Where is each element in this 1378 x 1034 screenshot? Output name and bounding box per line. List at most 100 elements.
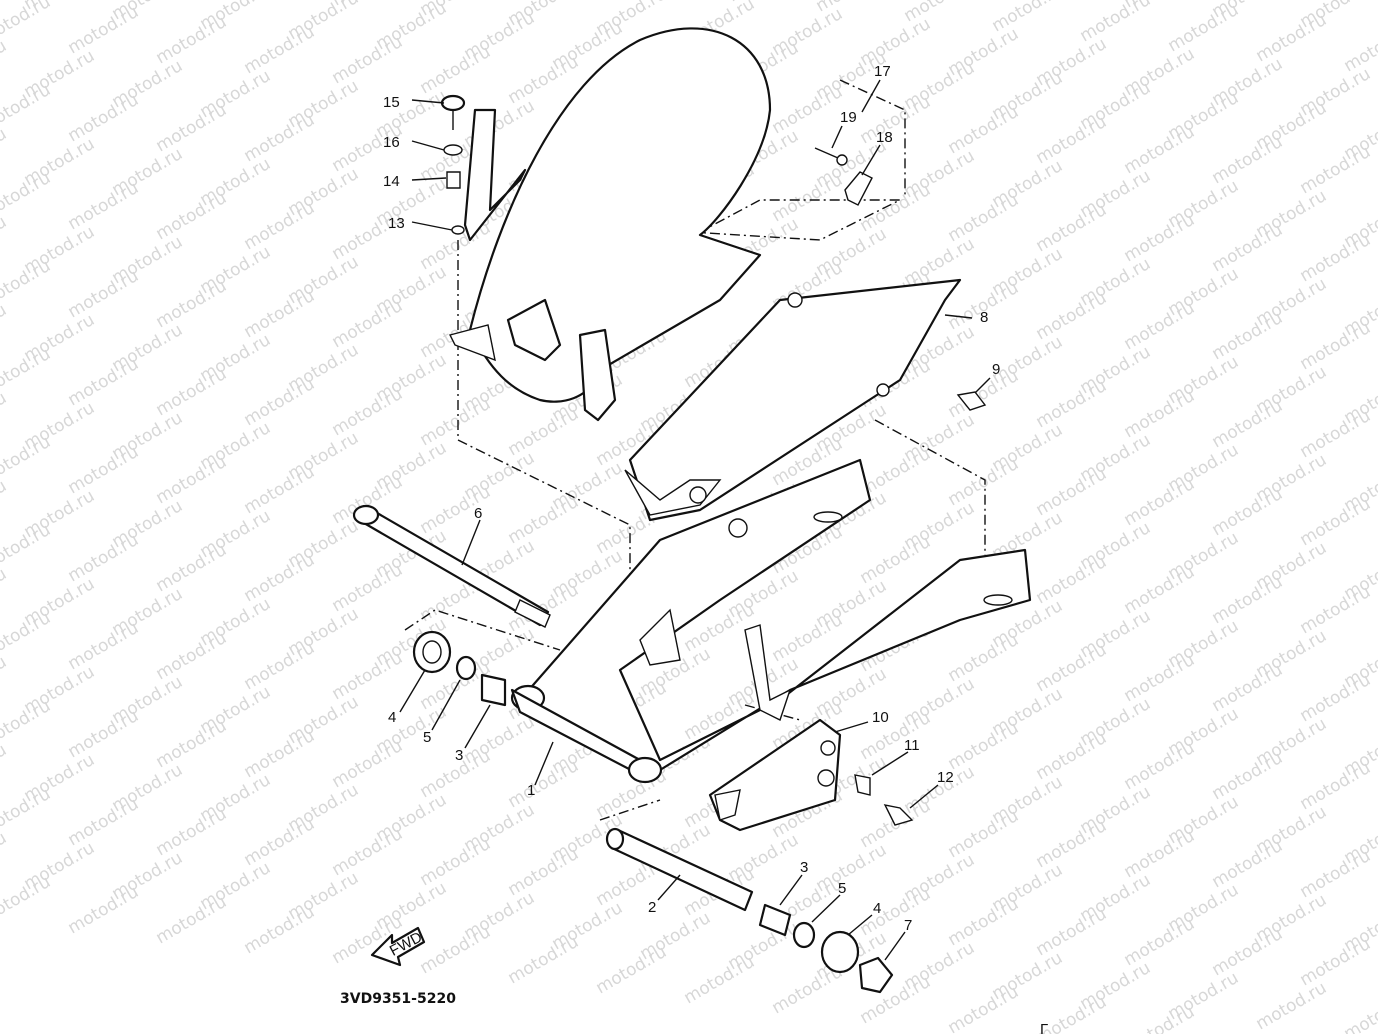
watermark-text: motod.ru (1209, 924, 1287, 980)
watermark-text: motod.ru (769, 82, 847, 138)
watermark-text: motod.ru (0, 0, 54, 48)
top-left-bracket (440, 94, 527, 242)
watermark-text: motod.ru (241, 22, 319, 78)
watermark-text: motod.ru (505, 844, 583, 900)
watermark-text: motod.ru (1033, 552, 1111, 608)
callout-3a: 3 (455, 747, 463, 764)
watermark-text: motod.ru (0, 652, 10, 708)
watermark-text: motod.ru (65, 618, 143, 674)
watermark-text: motod.ru (65, 706, 143, 762)
callout-18: 18 (876, 129, 893, 146)
watermark-text: motod.ru (1033, 464, 1111, 520)
watermark-text: motod.ru (329, 648, 407, 704)
watermark-text: motod.ru (1033, 728, 1111, 784)
watermark-text: motod.ru (417, 42, 495, 98)
callout-7: 7 (904, 917, 912, 934)
watermark-text: motod.ru (1209, 220, 1287, 276)
watermark-text: motod.ru (857, 180, 935, 236)
watermark-text: motod.ru (0, 388, 10, 444)
callout-leaders (399, 79, 991, 961)
callout-16: 16 (383, 134, 400, 151)
watermark-text: motod.ru (65, 530, 143, 586)
watermark-text: motod.ru (241, 462, 319, 518)
watermark-text: motod.ru (1297, 406, 1375, 462)
watermark-text: motod.ru (329, 824, 407, 880)
callout-10: 10 (872, 709, 889, 726)
watermark-text: motod.ru (241, 638, 319, 694)
watermark-text: motod.ru (1121, 1002, 1199, 1034)
watermark-text: motod.ru (857, 708, 935, 764)
chain-guard (624, 278, 962, 522)
callout-5a: 5 (423, 729, 431, 746)
watermark-text: motod.ru (417, 394, 495, 450)
diagram-code: 3VD9351-5220 (340, 991, 456, 1007)
watermark-text: motod.ru (153, 716, 231, 772)
callout-3b: 3 (800, 859, 808, 876)
rear-fender (448, 27, 772, 422)
corner-mark: Г (1040, 1021, 1048, 1034)
watermark-text: motod.ru (153, 452, 231, 508)
watermark-text: motod.ru (593, 942, 671, 998)
watermark-text: motod.ru (945, 630, 1023, 686)
bolts-right (854, 391, 987, 826)
watermark-text: motod.ru (65, 882, 143, 938)
watermark-text: motod.ru (65, 266, 143, 322)
watermark-text: motod.ru (241, 726, 319, 782)
watermark-text: motod.ru (329, 736, 407, 792)
callout-11: 11 (904, 737, 920, 754)
watermark-text: motod.ru (153, 12, 231, 68)
watermark-text: motod.ru (505, 932, 583, 988)
watermark-text: motod.ru (65, 90, 143, 146)
watermark-text: motod.ru (681, 952, 759, 1008)
watermark-text: motod.ru (153, 540, 231, 596)
watermark-text: motod.ru (1209, 484, 1287, 540)
callout-19: 19 (840, 109, 857, 126)
watermark-text: motod.ru (241, 374, 319, 430)
watermark-text: motod.ru (241, 110, 319, 166)
watermark-text: motod.ru (417, 834, 495, 890)
watermark-text: motod.ru (1297, 670, 1375, 726)
watermark-text: motod.ru (0, 300, 10, 356)
watermark-text: motod.ru (505, 404, 583, 460)
watermark-text: motod.ru (65, 354, 143, 410)
watermark-text: motod.ru (0, 564, 10, 620)
watermark-text: motod.ru (1121, 122, 1199, 178)
watermark-text: motod.ru (153, 364, 231, 420)
watermark-text: motod.ru (505, 492, 583, 548)
callout-labels: 1 2 3 3 4 4 5 5 6 7 8 9 10 11 12 13 14 1… (383, 63, 1000, 934)
pivot-shaft (352, 504, 551, 628)
watermark-text: motod.ru (1297, 230, 1375, 286)
watermark-text: motod.ru (65, 442, 143, 498)
watermark-text: motod.ru (417, 482, 495, 538)
watermark-text: motod.ru (153, 188, 231, 244)
left-bushings (412, 630, 507, 707)
watermark-text: motod.ru (1033, 816, 1111, 872)
callout-4a: 4 (388, 709, 396, 726)
watermark-text: motod.ru (329, 560, 407, 616)
watermark-text: motod.ru (0, 36, 10, 92)
watermark-text: motod.ru (945, 102, 1023, 158)
watermark-text: motod.ru (153, 804, 231, 860)
watermark-text: motod.ru (1209, 748, 1287, 804)
watermark-text: motod.ru (241, 550, 319, 606)
watermark-text: motod.ru (65, 178, 143, 234)
watermark-text: motod.ru (857, 532, 935, 588)
callout-4b: 4 (873, 900, 881, 917)
watermark-text: motod.ru (1121, 826, 1199, 882)
watermark-text: motod.ru (1121, 738, 1199, 794)
watermark-text: motod.ru (1121, 298, 1199, 354)
watermark-text: motod.ru (65, 2, 143, 58)
callout-15: 15 (383, 94, 400, 111)
watermark-text: motod.ru (1253, 10, 1331, 66)
watermark-text: motod.ru (1033, 200, 1111, 256)
watermark-text: motod.ru (1297, 142, 1375, 198)
watermark-text: motod.ru (0, 476, 10, 532)
swingarm (510, 458, 1032, 784)
watermark-text: motod.ru (1297, 582, 1375, 638)
watermark-text: motod.ru (1121, 210, 1199, 266)
watermark-text: motod.ru (1341, 988, 1378, 1034)
relay-arm (708, 718, 842, 832)
watermark-text: motod.ru (417, 922, 495, 978)
watermark-text: motod.ru (1297, 934, 1375, 990)
